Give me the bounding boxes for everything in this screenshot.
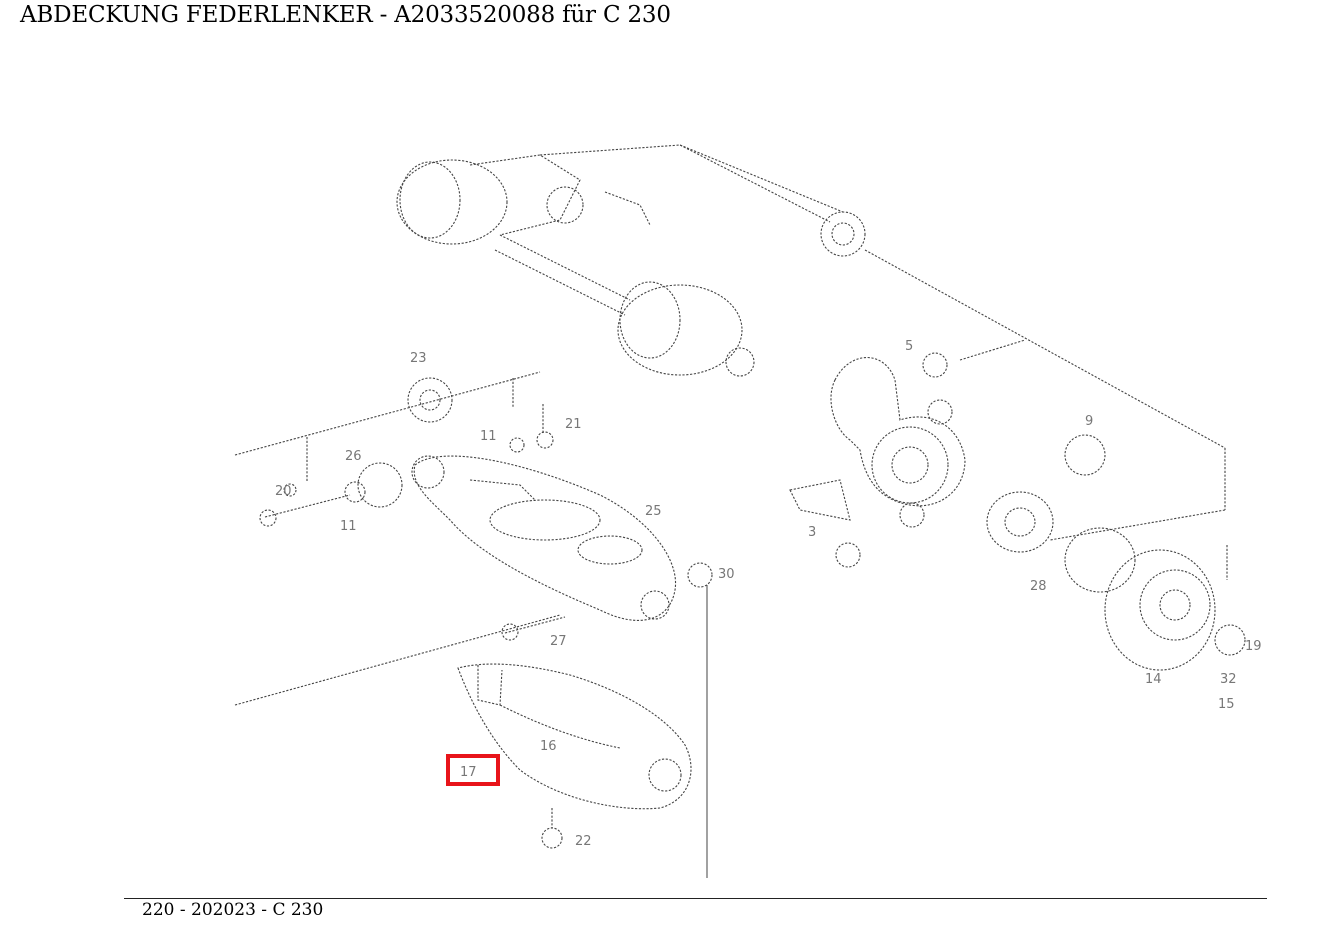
callout-27: 27 [550, 634, 567, 649]
callout-5: 5 [905, 339, 913, 354]
callout-28: 28 [1030, 579, 1047, 594]
wishbone-upper [306, 377, 554, 482]
drive-shaft [396, 144, 831, 377]
steering-knuckle [789, 352, 966, 568]
callout-19: 19 [1245, 639, 1262, 654]
callout-26: 26 [345, 449, 362, 464]
callout-11b: 11 [340, 519, 357, 534]
callout-15: 15 [1218, 697, 1235, 712]
callout-20: 20 [275, 484, 292, 499]
callout-9: 9 [1085, 414, 1093, 429]
footer-text: 220 - 202023 - C 230 [142, 900, 324, 920]
callout-11: 11 [480, 429, 497, 444]
callout-30: 30 [718, 567, 735, 582]
bushing-top [679, 144, 1226, 449]
callout-3: 3 [808, 525, 816, 540]
callout-25: 25 [645, 504, 662, 519]
highlighted-part-box[interactable] [446, 754, 500, 786]
callout-32: 32 [1220, 672, 1237, 687]
callout-21a: 21 [565, 417, 582, 432]
bolt-set-left [259, 462, 403, 527]
frame-lines [234, 339, 1226, 878]
nut [687, 562, 713, 588]
callout-14: 14 [1145, 672, 1162, 687]
callout-22: 22 [575, 834, 592, 849]
screw [501, 616, 566, 641]
wheel-hub-assembly [986, 434, 1246, 671]
callout-23a: 23 [410, 351, 427, 366]
page-title: ABDECKUNG FEDERLENKER - A2033520088 für … [20, 2, 671, 28]
callout-labels: 23 26 11 21 11 20 25 30 27 16 22 9 5 3 2… [275, 339, 1262, 849]
callout-16: 16 [540, 739, 557, 754]
footer-divider [124, 898, 1267, 899]
callout-17: 17 [460, 765, 477, 780]
spring-link-cover [457, 663, 692, 849]
spring-link [411, 455, 677, 621]
